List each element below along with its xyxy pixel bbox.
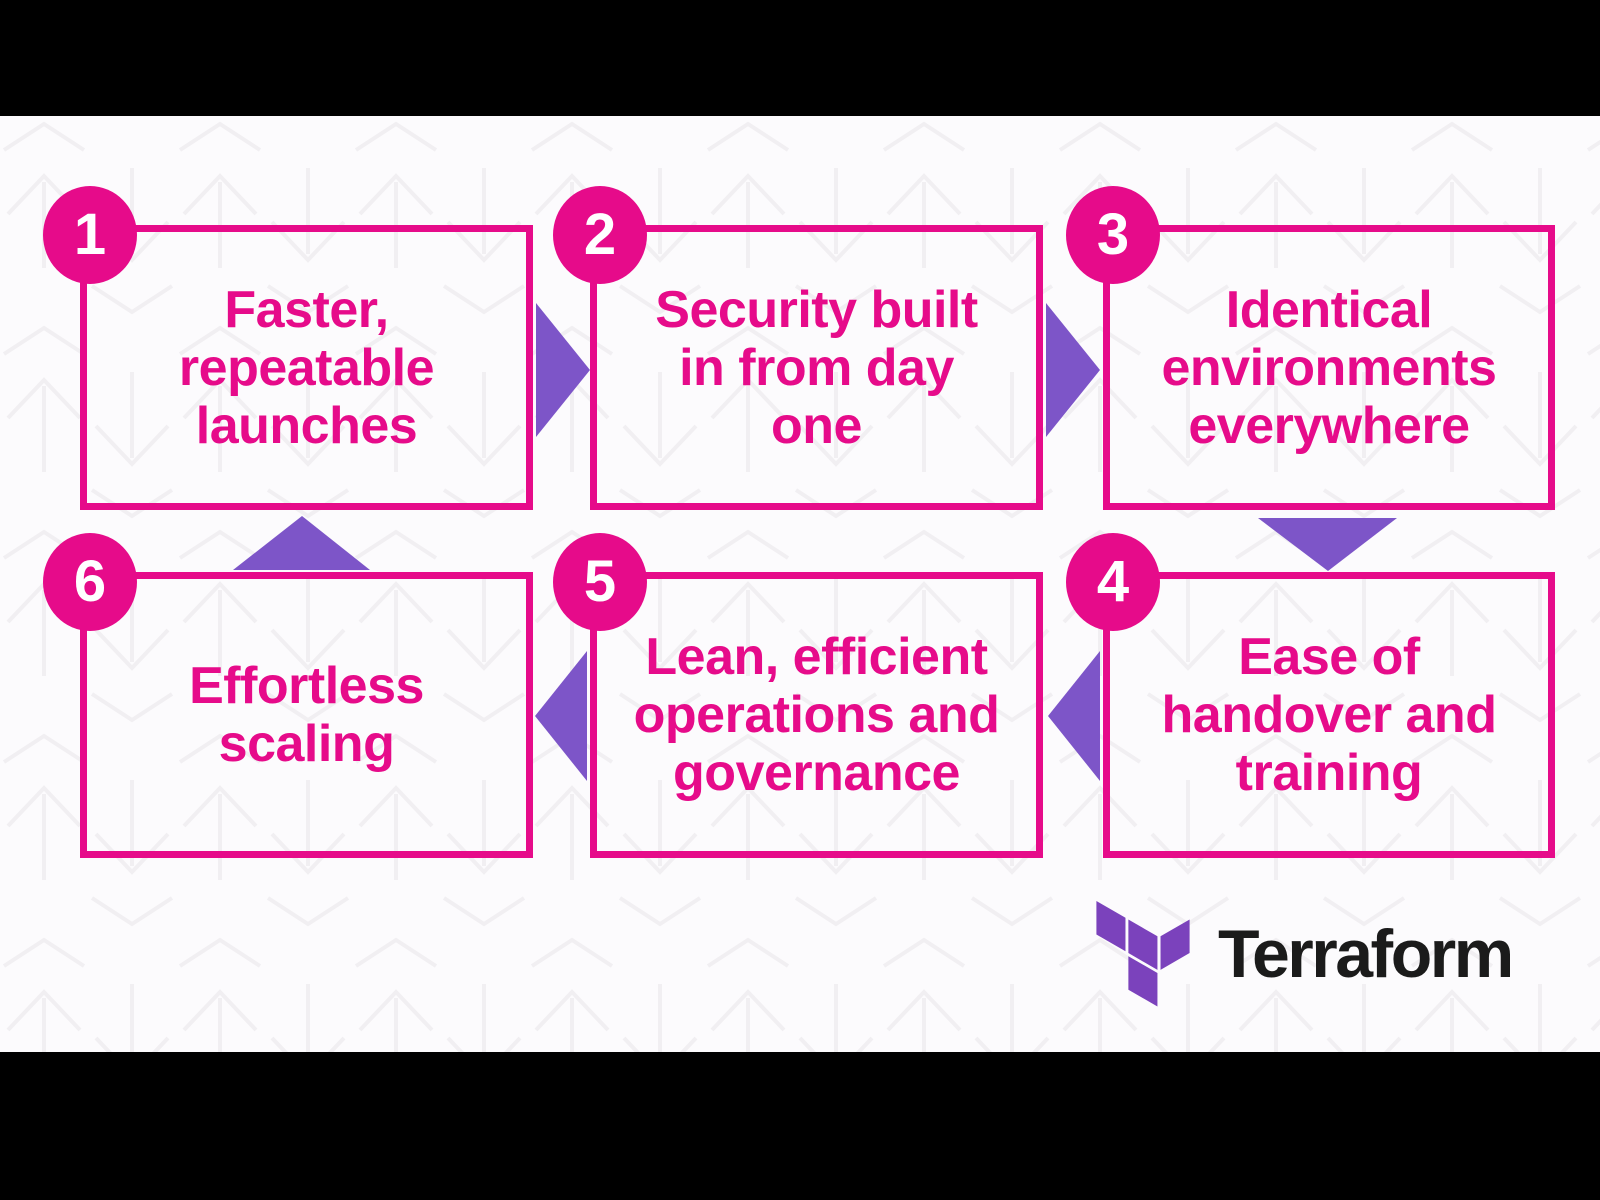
step-box-2: 2 Security built in from day one: [553, 186, 1043, 510]
step-number: 6: [73, 549, 107, 614]
step-box-6: 6 Effortless scaling: [43, 533, 533, 858]
step-box-1: 1 Faster, repeatable launches: [43, 186, 533, 510]
slide-content: [0, 116, 1600, 1052]
step-label-2: Security built in from day one: [655, 280, 978, 455]
terraform-wordmark: Terraform: [1218, 916, 1514, 992]
step-number-badge-2: 2: [553, 186, 647, 284]
terraform-logo-icon: [1096, 901, 1190, 1007]
step-box-3: 3 Identical environments everywhere: [1066, 186, 1555, 510]
step-box-5: 5 Lean, efficient operations and governa…: [553, 533, 1043, 858]
step-label-1: Faster, repeatable launches: [178, 280, 435, 455]
step-label-6: Effortless scaling: [189, 657, 424, 773]
step-number: 5: [583, 549, 617, 614]
letterbox-top: [0, 0, 1600, 116]
step-number-badge-6: 6: [43, 533, 137, 631]
step-number: 4: [1096, 549, 1130, 614]
step-label-5: Lean, efficient operations and governanc…: [633, 628, 1000, 802]
step-box-4: 4 Ease of handover and training: [1066, 533, 1555, 858]
step-number: 1: [73, 202, 107, 267]
letterbox-bottom: [0, 1052, 1600, 1200]
step-label-4: Ease of handover and training: [1161, 628, 1497, 802]
step-number-badge-4: 4: [1066, 533, 1160, 631]
background-pattern: [0, 116, 1600, 1052]
step-number: 2: [583, 202, 617, 267]
step-number-badge-5: 5: [553, 533, 647, 631]
terraform-logo: Terraform: [1096, 898, 1514, 1010]
step-label-3: Identical environments everywhere: [1161, 280, 1497, 455]
step-number-badge-3: 3: [1066, 186, 1160, 284]
step-number-badge-1: 1: [43, 186, 137, 284]
step-number: 3: [1096, 202, 1130, 267]
